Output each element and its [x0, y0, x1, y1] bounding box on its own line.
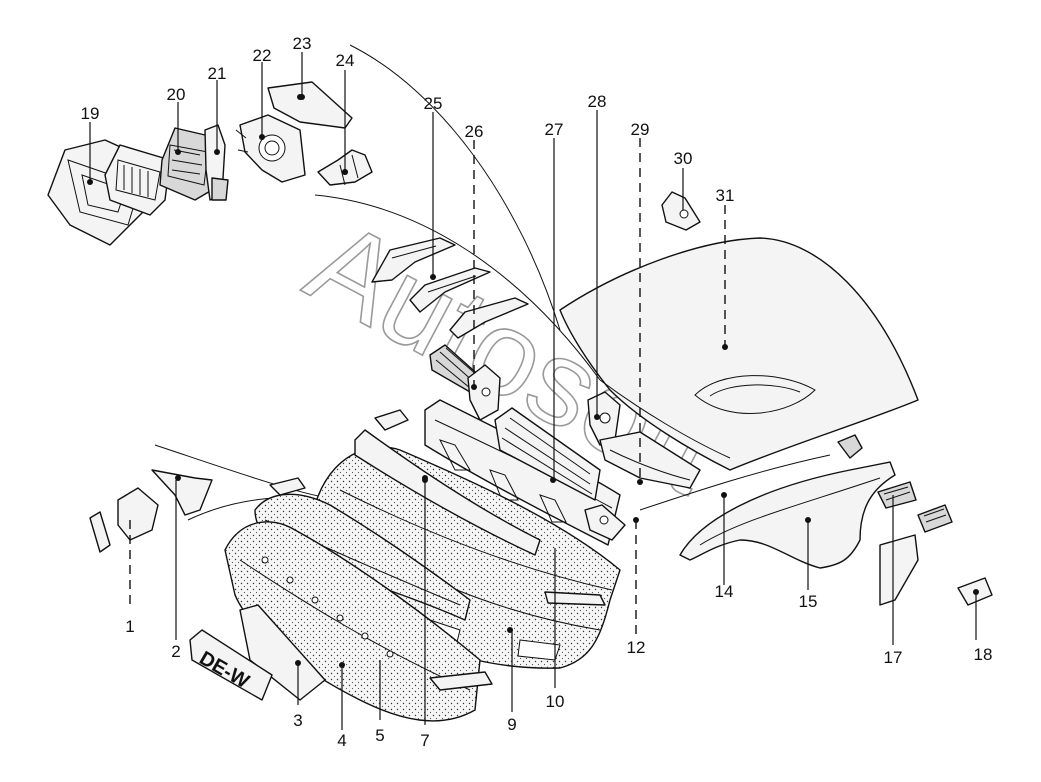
- part-21-bracket: [204, 124, 229, 201]
- callout-2: 2: [171, 642, 180, 661]
- callout-22: 22: [253, 46, 272, 65]
- part-headlamp-housing: [104, 144, 171, 216]
- part-30-hood-hinge: [661, 191, 701, 231]
- part-17-side-marker: [877, 481, 919, 606]
- callout-19: 19: [81, 104, 100, 123]
- callout-14: 14: [715, 582, 734, 601]
- callout-18: 18: [974, 645, 993, 664]
- part-2-mount-bracket: [151, 469, 213, 516]
- callout-31: 31: [716, 186, 735, 205]
- callout-9: 9: [507, 715, 516, 734]
- part-15-front-fender: [679, 461, 896, 569]
- part-latch-bracket: [467, 364, 501, 421]
- callout-24: 24: [336, 51, 355, 70]
- leader-lines: [89, 52, 977, 730]
- part-31-hood: [559, 237, 919, 471]
- callout-21: 21: [208, 64, 227, 83]
- callout-23: 23: [293, 34, 312, 53]
- callout-1: 1: [125, 617, 134, 636]
- part-fender-clip: [837, 434, 863, 459]
- callout-5: 5: [375, 726, 384, 745]
- part-27-grille-mesh: [494, 407, 601, 501]
- part-bumper-bracket-small: [429, 591, 606, 691]
- callout-20: 20: [167, 85, 186, 104]
- callout-12: 12: [627, 638, 646, 657]
- callout-27: 27: [545, 120, 564, 139]
- part-25-top-brace: [371, 237, 456, 283]
- callout-29: 29: [631, 120, 650, 139]
- callout-10: 10: [546, 692, 565, 711]
- part-18-small-bracket: [957, 577, 993, 606]
- callout-15: 15: [799, 592, 818, 611]
- part-brace-3: [449, 297, 529, 339]
- callout-7: 7: [420, 731, 429, 750]
- callout-labels: 1 2 3 4 5 7 9 10 12 14 15 17 18 19 20 21…: [81, 34, 993, 750]
- part-side-lamp-lens: [917, 504, 953, 533]
- part-20-headlight: [159, 127, 219, 201]
- callout-25: 25: [424, 94, 443, 113]
- part-12-bracket: [584, 504, 626, 541]
- callout-3: 3: [293, 711, 302, 730]
- callout-30: 30: [674, 149, 693, 168]
- callout-17: 17: [884, 648, 903, 667]
- callout-4: 4: [337, 731, 346, 750]
- leader-endpoints: [87, 94, 811, 523]
- callout-28: 28: [588, 92, 607, 111]
- part-small-tabs: [269, 409, 409, 496]
- part-1-clip: [89, 487, 159, 553]
- callout-26: 26: [465, 122, 484, 141]
- part-26-brace: [409, 267, 491, 313]
- part-22-headlamp-frame: [235, 114, 306, 183]
